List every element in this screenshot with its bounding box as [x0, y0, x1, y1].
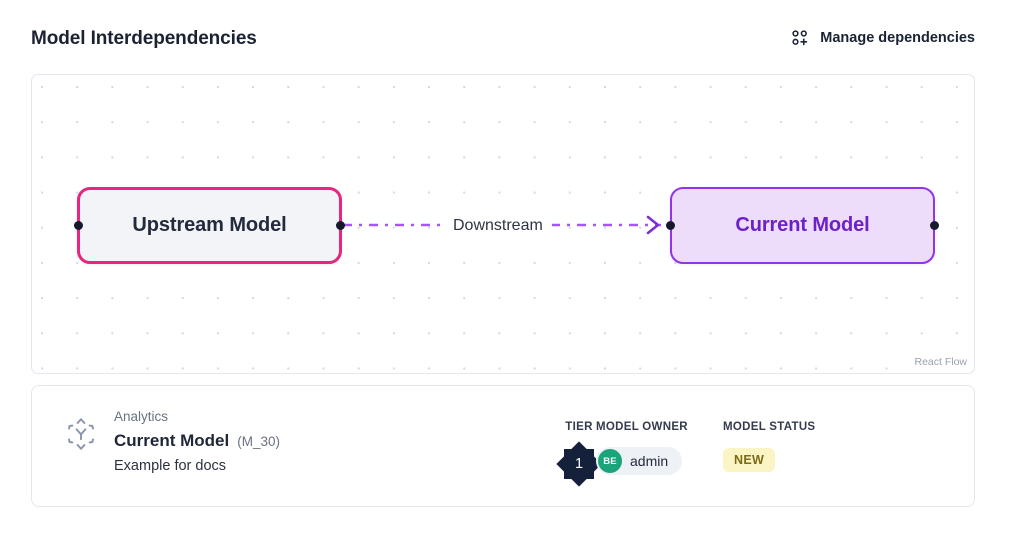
tier-value: 1 — [574, 455, 584, 472]
avatar: BE — [598, 449, 622, 473]
page-header: Model Interdependencies Manage dependenc… — [0, 0, 1011, 76]
edge-label-downstream[interactable]: Downstream — [444, 214, 552, 238]
handle-target-current[interactable] — [666, 221, 675, 230]
model-hub-icon — [59, 412, 103, 456]
model-detail-card: Analytics Current Model (M_30) Example f… — [31, 385, 975, 507]
model-detail-inner: Analytics Current Model (M_30) Example f… — [32, 386, 976, 508]
model-owner-label: MODEL OWNER — [596, 421, 688, 433]
status-badge: NEW — [723, 448, 776, 472]
model-status-column: MODEL STATUS NEW — [723, 420, 815, 472]
manage-dependencies-label: Manage dependencies — [820, 29, 975, 46]
flow-canvas[interactable]: Downstream Upstream Model Current Model … — [31, 74, 975, 374]
tier-badge: 1 — [556, 441, 602, 487]
model-status-label: MODEL STATUS — [723, 421, 816, 433]
flow-node-upstream-model[interactable]: Upstream Model — [74, 187, 345, 264]
grid-plus-icon — [791, 29, 809, 47]
tier-column: TIER 1 — [531, 420, 627, 487]
model-id: (M_30) — [237, 434, 280, 449]
model-owner-chip[interactable]: BE admin — [596, 447, 683, 475]
handle-target-upstream[interactable] — [74, 221, 83, 230]
model-domain: Analytics — [114, 409, 169, 424]
model-owner-name: admin — [630, 453, 669, 469]
model-description: Example for docs — [114, 458, 227, 474]
flow-node-label: Current Model — [735, 214, 870, 236]
flow-node-label: Upstream Model — [132, 214, 287, 236]
tier-label: TIER — [565, 421, 593, 433]
handle-source-upstream[interactable] — [336, 221, 345, 230]
model-owner-column: MODEL OWNER BE admin — [596, 420, 688, 475]
react-flow-attribution[interactable]: React Flow — [911, 355, 970, 371]
model-name: Current Model — [114, 431, 230, 450]
model-title-row: Current Model (M_30) — [114, 429, 494, 452]
manage-dependencies-button[interactable]: Manage dependencies — [791, 29, 975, 47]
model-text-block: Analytics Current Model (M_30) Example f… — [114, 408, 494, 477]
handle-source-current[interactable] — [930, 221, 939, 230]
page-title: Model Interdependencies — [31, 27, 257, 49]
flow-node-current-model[interactable]: Current Model — [666, 187, 939, 264]
